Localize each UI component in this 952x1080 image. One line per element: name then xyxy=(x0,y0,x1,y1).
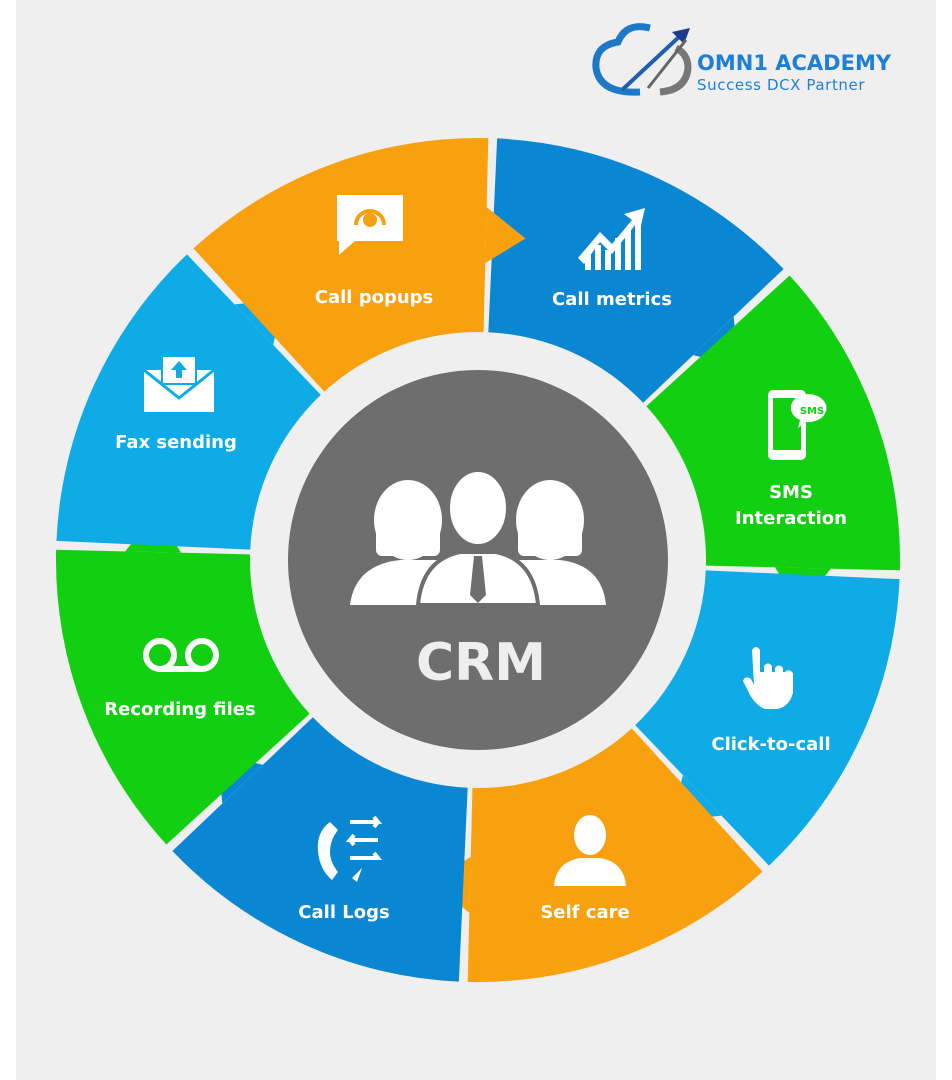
segment-label-self-care: Self care xyxy=(540,902,629,923)
diagram-canvas: CRM SMS Call popups Call metrics SMS Int… xyxy=(16,0,936,1080)
svg-text:Success DCX Partner: Success DCX Partner xyxy=(697,76,865,94)
envelope-upload-icon xyxy=(143,355,215,412)
voicemail-icon xyxy=(143,638,219,672)
segment-label-sms-line2: Interaction xyxy=(735,508,847,529)
headset-chat-icon xyxy=(337,195,403,255)
segment-label-call-logs: Call Logs xyxy=(298,902,389,923)
segment-click-to-call xyxy=(635,570,900,866)
tap-hand-icon xyxy=(743,647,793,709)
svg-text:OMN1 ACADEMY: OMN1 ACADEMY xyxy=(697,51,892,75)
segment-label-click-to-call: Click-to-call xyxy=(711,734,830,755)
segment-recording-files xyxy=(56,549,310,845)
call-log-icon xyxy=(317,815,383,882)
segment-self-care xyxy=(467,728,763,982)
segment-label-recording-files: Recording files xyxy=(104,699,255,720)
segment-connector-tab xyxy=(485,207,526,264)
segment-label-call-metrics: Call metrics xyxy=(552,289,672,310)
user-icon xyxy=(554,815,626,886)
center-label: CRM xyxy=(416,633,546,693)
growth-chart-icon xyxy=(578,208,645,270)
segment-label-fax-sending: Fax sending xyxy=(115,432,237,453)
sms-phone-icon: SMS xyxy=(768,390,827,460)
omn1-academy-logo: OMN1 ACADEMY Success DCX Partner xyxy=(592,23,892,96)
segment-call-metrics xyxy=(488,138,784,403)
crm-wheel: CRM SMS Call popups Call metrics SMS Int… xyxy=(56,23,900,982)
segment-label-call-popups: Call popups xyxy=(315,287,434,308)
people-group-icon xyxy=(350,468,606,607)
svg-text:SMS: SMS xyxy=(800,406,824,417)
segment-label-sms: SMS xyxy=(769,482,813,503)
segment-call-popups xyxy=(193,138,489,392)
